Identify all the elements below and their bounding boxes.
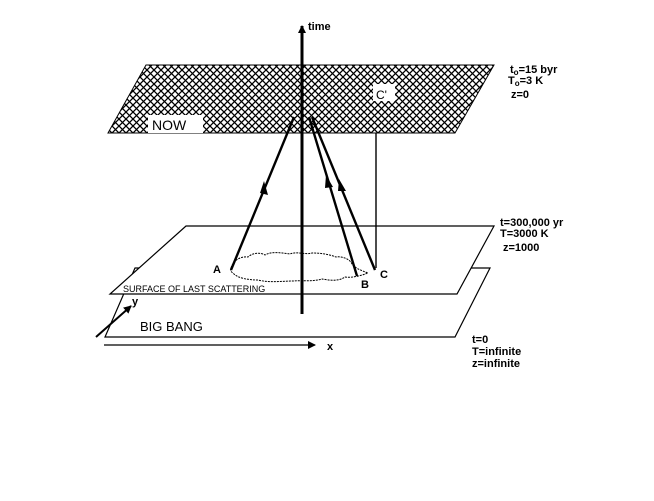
last-scattering-label: SURFACE OF LAST SCATTERING <box>123 284 265 294</box>
ls-temp-annotation: T=3000 K <box>500 228 549 240</box>
now-label-box <box>148 115 203 133</box>
point-b-label: B <box>361 279 369 291</box>
bb-temp-annotation: T=infinite <box>472 346 521 358</box>
light-ray-c <box>310 116 377 271</box>
now-label: NOW <box>152 117 187 133</box>
now-temp-annotation: To=3 K <box>508 75 543 88</box>
c-prime-label: C' <box>376 88 387 102</box>
now-time-annotation: to=15 byr <box>510 64 558 77</box>
light-ray-b <box>307 116 359 277</box>
now-redshift-annotation: z=0 <box>511 89 529 101</box>
ls-time-annotation: t=300,000 yr <box>500 217 564 229</box>
ray-b-arrow <box>325 175 333 188</box>
big-bang-label: BIG BANG <box>140 319 203 334</box>
point-c-label: C <box>380 269 388 281</box>
time-axis-label: time <box>308 21 331 33</box>
x-axis-label: x <box>327 341 334 353</box>
y-axis <box>95 305 132 338</box>
bb-redshift-annotation: z=infinite <box>472 358 520 370</box>
point-a-label: A <box>213 264 221 276</box>
bb-time-annotation: t=0 <box>472 334 488 346</box>
last-scattering-contour <box>230 252 370 283</box>
ray-c-arrow <box>338 179 346 191</box>
y-axis-label: y <box>132 296 139 308</box>
ray-a-arrow <box>260 181 268 195</box>
c-prime-label-box <box>373 84 395 101</box>
ls-redshift-annotation: z=1000 <box>503 242 539 254</box>
